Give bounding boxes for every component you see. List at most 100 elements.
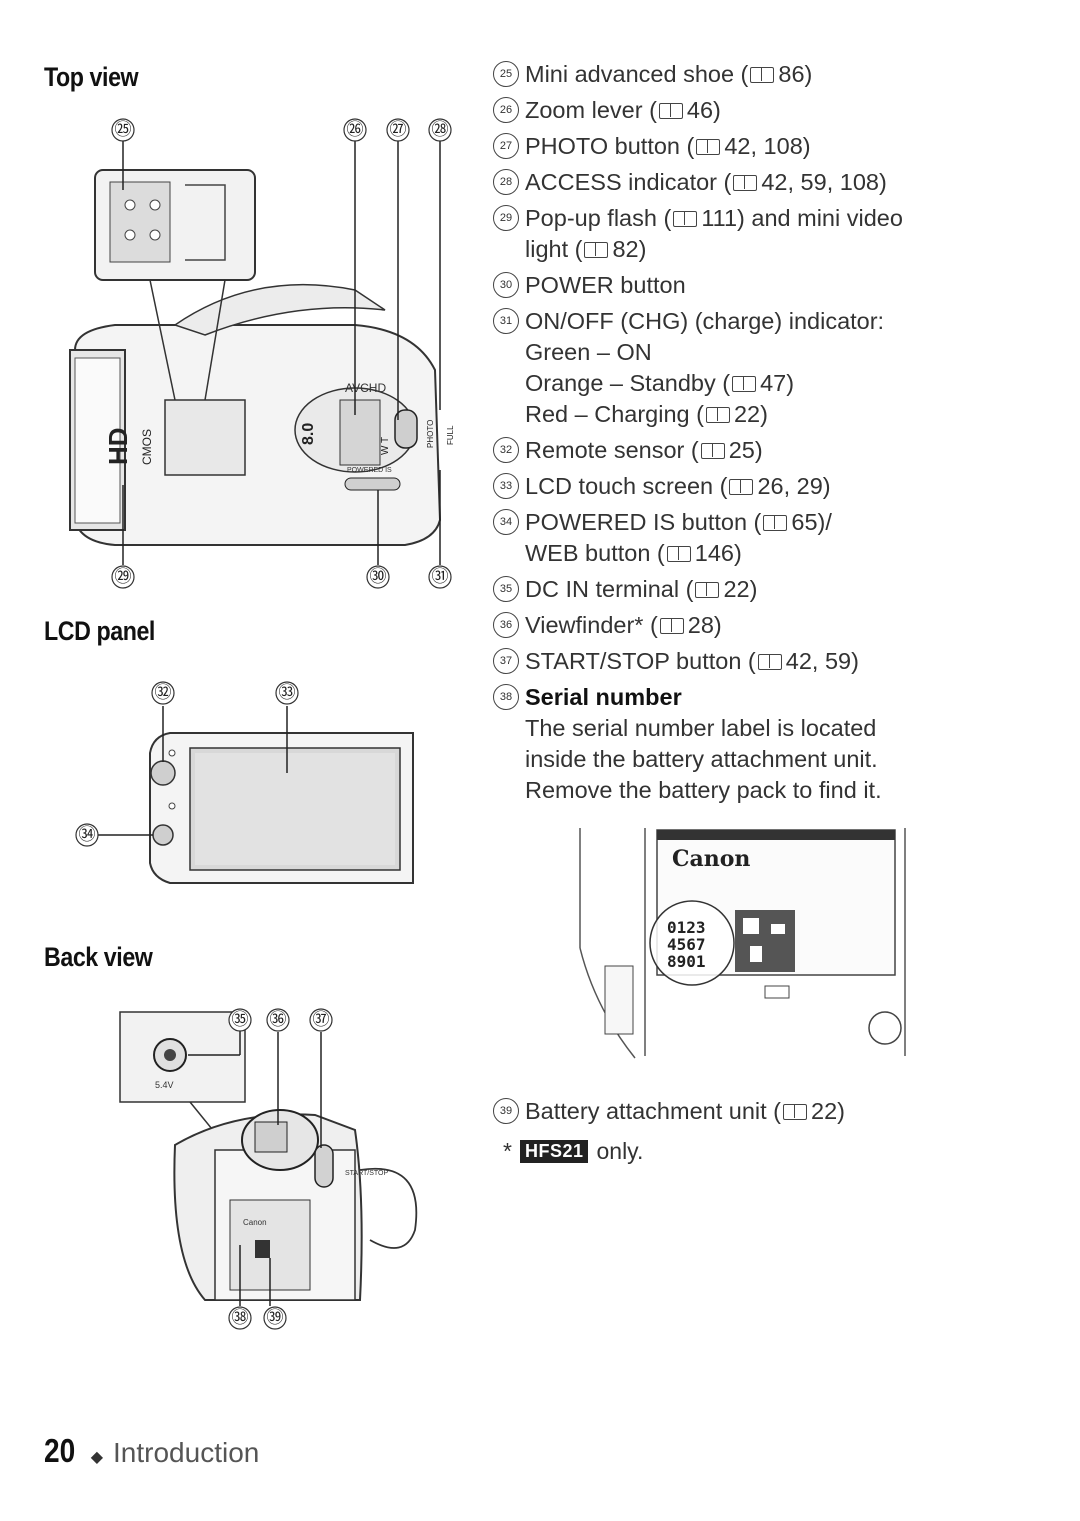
item-number: 37 <box>493 648 519 674</box>
callout-29: ㉙ <box>115 567 132 587</box>
item-number: 35 <box>493 576 519 602</box>
page-number: 20 <box>44 1432 76 1469</box>
cmos-logo: CMOS <box>140 429 154 465</box>
book-icon <box>750 67 775 83</box>
callout-25: ㉕ <box>115 120 132 140</box>
book-icon <box>729 479 754 495</box>
book-icon <box>695 582 720 598</box>
item-line: light (82) <box>525 236 647 262</box>
list-item: 33 LCD touch screen (26, 29) <box>493 471 1053 502</box>
item-line: Viewfinder* (28) <box>525 612 722 638</box>
top-view-heading: Top view <box>44 62 139 92</box>
section-name: Introduction <box>113 1437 260 1468</box>
list-item: 32 Remote sensor (25) <box>493 435 1053 466</box>
diamond-icon: ◆ <box>90 1449 104 1466</box>
list-item: 28 ACCESS indicator (42, 59, 108) <box>493 167 1053 198</box>
item-line: Battery attachment unit (22) <box>525 1098 845 1124</box>
callout-31: ㉛ <box>432 567 449 587</box>
item-line: DC IN terminal (22) <box>525 576 758 602</box>
book-icon <box>666 546 691 562</box>
serial-digits-1: 0123 <box>667 918 706 937</box>
callout-35: ㉟ <box>232 1010 249 1030</box>
top-view-illustration: HD CMOS 8.0 W T AVCHD PHOTO FULL POWERED… <box>69 118 455 589</box>
serial-text-line: The serial number label is located <box>525 715 877 741</box>
photo-text: PHOTO <box>426 420 435 448</box>
item-line: WEB button (146) <box>525 540 742 566</box>
item-number: 36 <box>493 612 519 638</box>
book-icon <box>783 1104 808 1120</box>
list-item: 36 Viewfinder* (28) <box>493 610 1053 641</box>
item-number: 32 <box>493 437 519 463</box>
list-item: 26 Zoom lever (46) <box>493 95 1053 126</box>
label-brand: Canon <box>672 846 750 872</box>
callout-28: ㉘ <box>432 120 449 140</box>
serial-text-line: inside the battery attachment unit. <box>525 746 878 772</box>
item-number: 25 <box>493 61 519 87</box>
list-item: 34 POWERED IS button (65)/ WEB button (1… <box>493 507 1053 569</box>
book-icon <box>763 515 788 531</box>
list-item: 25 Mini advanced shoe (86) <box>493 59 1053 90</box>
list-item: 39 Battery attachment unit (22) <box>493 1096 1053 1127</box>
item-line: LCD touch screen (26, 29) <box>525 473 831 499</box>
serial-label-illustration: Canon 0123 4567 8901 <box>575 828 915 1060</box>
callout-30: ㉚ <box>370 567 387 587</box>
callout-36: ㊱ <box>270 1010 287 1030</box>
footnote: * HFS21 only. <box>503 1138 643 1165</box>
serial-digits-3: 8901 <box>667 952 706 971</box>
book-icon <box>584 242 609 258</box>
book-icon <box>733 175 758 191</box>
list-item: 35 DC IN terminal (22) <box>493 574 1053 605</box>
book-icon <box>696 139 721 155</box>
dc-voltage-text: 5.4V <box>155 1080 174 1090</box>
item-line: Mini advanced shoe (86) <box>525 61 813 87</box>
item-number: 34 <box>493 509 519 535</box>
item-number: 31 <box>493 308 519 334</box>
book-icon <box>732 376 757 392</box>
item-number: 26 <box>493 97 519 123</box>
item-number: 29 <box>493 205 519 231</box>
item-line: Orange – Standby (47) <box>525 370 795 396</box>
callout-26: ㉖ <box>347 120 364 140</box>
powered-is-text: POWERED IS <box>347 467 392 474</box>
serial-number-heading: Serial number <box>525 684 682 710</box>
canon-small-text: Canon <box>243 1218 267 1227</box>
footnote-text: only. <box>596 1138 644 1164</box>
footnote-star: * <box>503 1138 512 1164</box>
book-icon <box>659 618 684 634</box>
callout-34: ㉞ <box>79 825 96 845</box>
lcd-panel-heading: LCD panel <box>44 616 155 646</box>
item-line: Remote sensor (25) <box>525 437 763 463</box>
zoom-wt-label: W T <box>380 437 391 455</box>
back-view-heading: Back view <box>44 942 153 972</box>
book-icon <box>757 654 782 670</box>
lcd-panel-illustration: ㉜ ㉝ ㉞ <box>75 681 414 884</box>
callout-38: ㊳ <box>232 1308 249 1328</box>
list-item: 29 Pop-up flash (111) and mini video lig… <box>493 203 1053 265</box>
book-icon <box>705 407 730 423</box>
item-number: 30 <box>493 272 519 298</box>
item-line: POWER button <box>525 272 686 298</box>
parts-list-continued: 39 Battery attachment unit (22) <box>493 1096 1053 1132</box>
item-line: Zoom lever (46) <box>525 97 721 123</box>
callout-39: ㊴ <box>267 1308 284 1328</box>
item-line: START/STOP button (42, 59) <box>525 648 859 674</box>
book-icon <box>658 103 683 119</box>
hd-logo: HD <box>103 427 133 465</box>
item-line: Green – ON <box>525 339 652 365</box>
item-line: ON/OFF (CHG) (charge) indicator: <box>525 308 885 334</box>
book-icon <box>700 443 725 459</box>
serial-digits-2: 4567 <box>667 935 706 954</box>
parts-list: 25 Mini advanced shoe (86) 26 Zoom lever… <box>493 59 1053 811</box>
item-number: 39 <box>493 1098 519 1124</box>
list-item: 30 POWER button <box>493 270 1053 301</box>
item-number: 38 <box>493 684 519 710</box>
callout-33: ㉝ <box>279 683 296 703</box>
callout-27: ㉗ <box>390 120 407 140</box>
page-footer: 20 ◆ Introduction <box>44 1432 259 1470</box>
start-stop-text: START/STOP <box>345 1170 389 1177</box>
item-line: ACCESS indicator (42, 59, 108) <box>525 169 887 195</box>
list-item: 27 PHOTO button (42, 108) <box>493 131 1053 162</box>
list-item: 38 Serial number The serial number label… <box>493 682 1053 806</box>
book-icon <box>673 211 698 227</box>
model-badge: HFS21 <box>519 1140 589 1163</box>
